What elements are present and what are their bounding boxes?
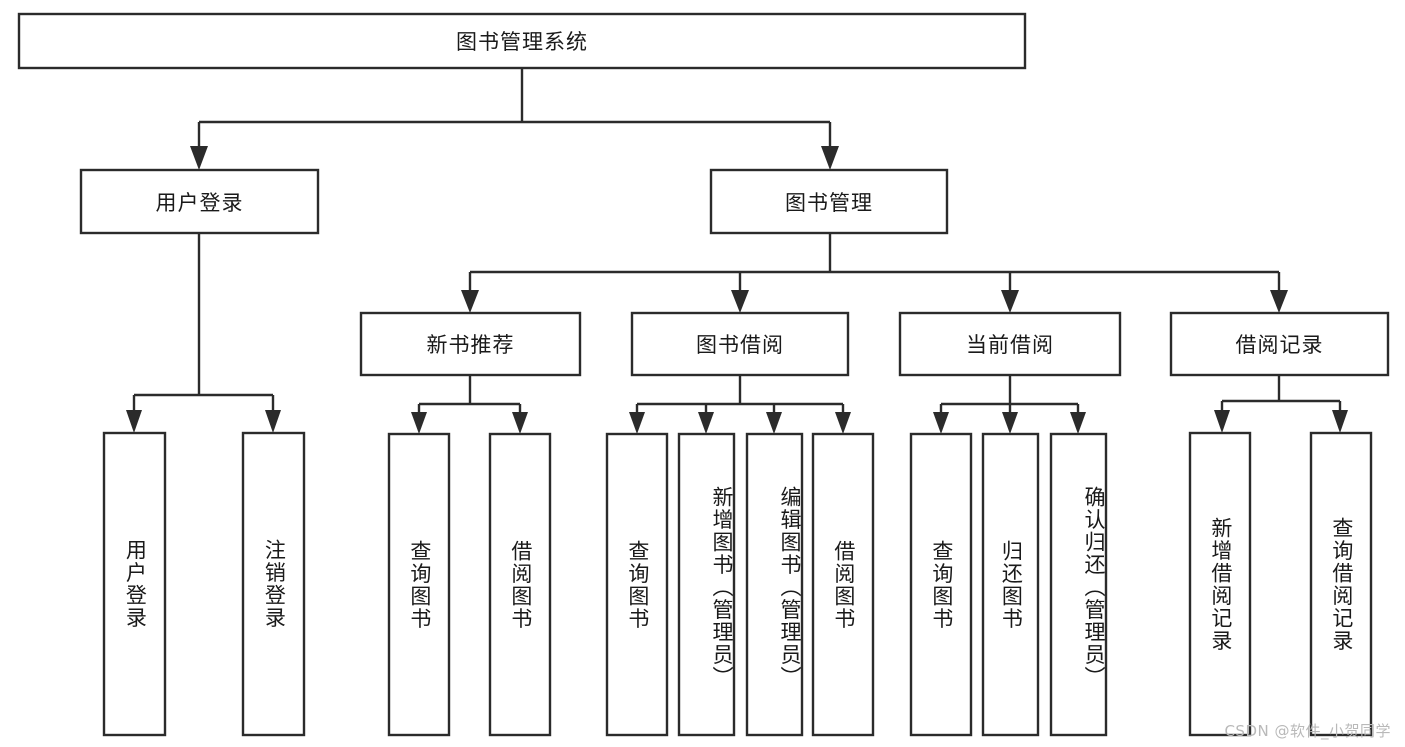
node-current-borrow[interactable] — [898, 311, 1122, 377]
connector-group — [126, 68, 1348, 434]
arrow-head-leaf-query-record — [1332, 410, 1348, 433]
arrow-head-book-borrow — [731, 290, 749, 313]
node-leaf-logout-login[interactable] — [241, 431, 306, 737]
arrow-head-current-borrow — [1001, 290, 1019, 313]
arrow-head-leaf-query-book-1 — [411, 412, 427, 434]
node-leaf-add-book[interactable] — [677, 432, 736, 737]
arrow-head-leaf-user-login — [126, 410, 142, 433]
arrow-head-borrow-record — [1270, 290, 1288, 313]
arrow-head-leaf-return-book — [1002, 412, 1018, 434]
node-leaf-borrow-book-1[interactable] — [488, 432, 552, 737]
arrow-head-leaf-logout — [265, 410, 281, 433]
arrow-head-book-management — [821, 146, 839, 170]
arrow-head-leaf-edit-book — [766, 412, 782, 434]
node-leaf-query-book-1[interactable] — [387, 432, 451, 737]
node-user-login[interactable] — [79, 168, 320, 235]
node-borrow-record[interactable] — [1169, 311, 1390, 377]
arrow-head-new-book-recommend — [461, 290, 479, 313]
node-book-management[interactable] — [709, 168, 949, 235]
arrow-head-leaf-borrow-book-1 — [512, 412, 528, 434]
node-leaf-edit-book[interactable] — [745, 432, 804, 737]
arrow-head-leaf-confirm-return — [1070, 412, 1086, 434]
node-new-book-recommend[interactable] — [359, 311, 582, 377]
arrow-head-leaf-add-record — [1214, 410, 1230, 433]
node-leaf-query-record[interactable] — [1309, 431, 1373, 737]
node-leaf-confirm-return[interactable] — [1049, 432, 1108, 737]
node-leaf-return-book[interactable] — [981, 432, 1040, 737]
node-leaf-add-record[interactable] — [1188, 431, 1252, 737]
node-book-borrow[interactable] — [630, 311, 850, 377]
node-leaf-borrow-book-2[interactable] — [811, 432, 875, 737]
node-leaf-query-book-2[interactable] — [605, 432, 669, 737]
node-leaf-query-book-3[interactable] — [909, 432, 973, 737]
box-group — [17, 12, 1390, 737]
arrow-head-leaf-query-book-2 — [629, 412, 645, 434]
arrow-head-user-login — [190, 146, 208, 170]
arrow-head-leaf-borrow-book-2 — [835, 412, 851, 434]
node-root-book-management-system[interactable] — [17, 12, 1027, 70]
arrow-head-leaf-query-book-3 — [933, 412, 949, 434]
arrow-head-leaf-add-book — [698, 412, 714, 434]
node-leaf-user-login[interactable] — [102, 431, 167, 737]
